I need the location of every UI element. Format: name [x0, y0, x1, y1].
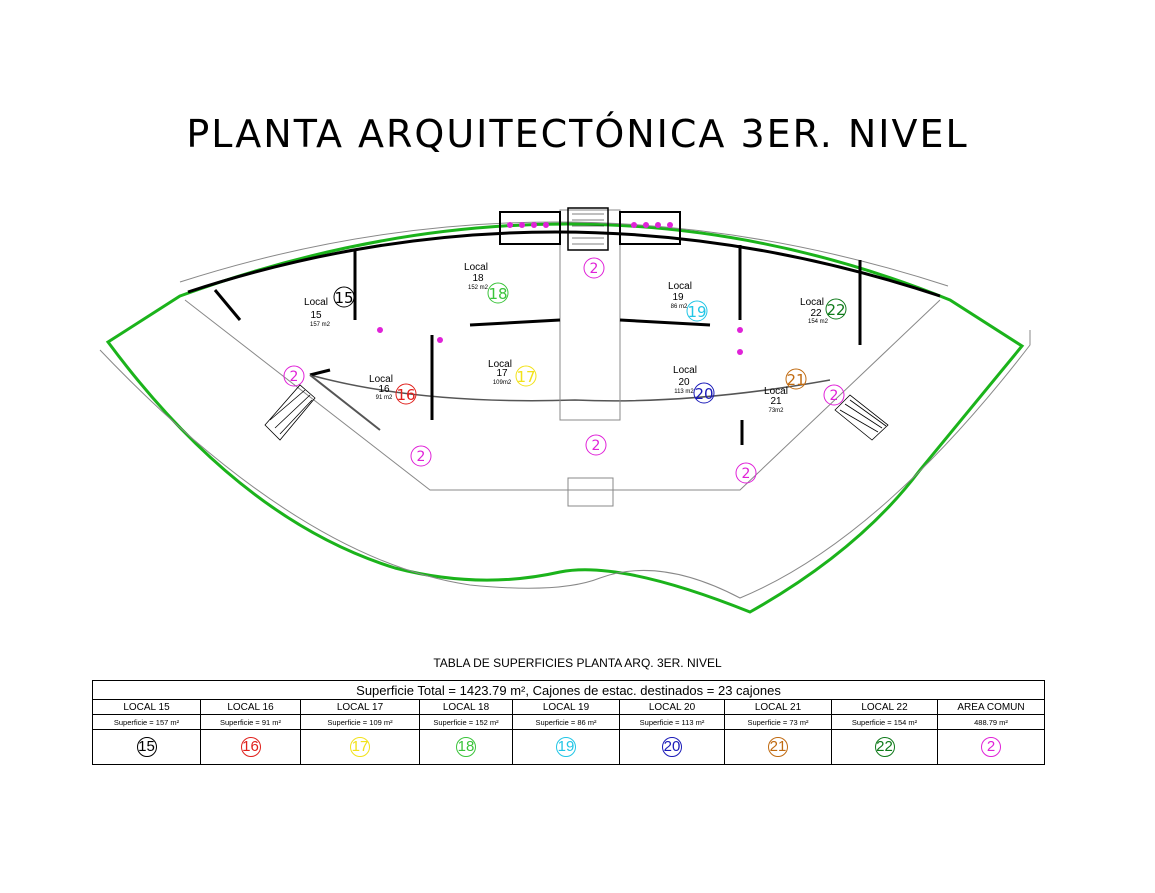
table-title: TABLA DE SUPERFICIES PLANTA ARQ. 3ER. NI…: [433, 656, 722, 670]
svg-text:Local: Local: [764, 386, 788, 397]
code-17: 17: [516, 368, 535, 386]
svg-text:18: 18: [472, 273, 484, 284]
stair-right: [834, 394, 889, 441]
col-name: LOCAL 15: [92, 699, 201, 715]
code-18: 18: [488, 285, 507, 303]
local-label-22: Local 22 154 m2 22: [800, 297, 847, 325]
local-label-15: Local 15 157 m2 15: [304, 286, 355, 328]
terrace-line: [99, 330, 1031, 599]
svg-text:Local: Local: [673, 365, 697, 376]
col-area: Superficie = 113 m²: [619, 714, 725, 730]
local-label-20: Local 20 113 m2 20: [673, 365, 715, 404]
local-label-18: Local 18 152 m2 18: [464, 262, 509, 304]
common-area-markers: [283, 257, 845, 484]
col-code: 21: [724, 729, 832, 765]
plot-boundary: [105, 222, 1025, 614]
col-name: LOCAL 22: [831, 699, 938, 715]
col-area: Superficie = 91 m²: [200, 714, 301, 730]
total-surface: Superficie Total = 1423.79 m², Cajones d…: [91, 680, 1046, 700]
svg-text:113 m2: 113 m2: [674, 389, 694, 395]
col-code: 22: [831, 729, 938, 765]
col-code: 19: [512, 729, 620, 765]
col-area: Superficie = 86 m²: [512, 714, 620, 730]
common-marker: 2: [830, 388, 839, 404]
col-area: Superficie = 154 m²: [831, 714, 938, 730]
code-21: 21: [786, 371, 805, 389]
col-area: Superficie = 109 m²: [300, 714, 420, 730]
svg-text:Local: Local: [464, 262, 488, 273]
drawing-title: PLANTA ARQUITECTÓNICA 3ER. NIVEL: [186, 112, 969, 156]
svg-text:73m2: 73m2: [768, 408, 784, 414]
diag-wall: [309, 374, 381, 431]
svg-text:Local: Local: [668, 281, 692, 292]
col-name: LOCAL 18: [419, 699, 513, 715]
col-name: LOCAL 21: [724, 699, 832, 715]
inner-shops-curve: [309, 374, 831, 402]
col-code: 18: [419, 729, 513, 765]
col-code: 16: [200, 729, 301, 765]
svg-text:15: 15: [310, 310, 322, 321]
svg-text:Local: Local: [304, 297, 328, 308]
svg-text:17: 17: [496, 368, 508, 379]
surface-table: Superficie Total = 1423.79 m², Cajones d…: [91, 680, 1046, 765]
col-name: LOCAL 20: [619, 699, 725, 715]
col-code: 17: [300, 729, 420, 765]
col-area: Superficie = 157 m²: [92, 714, 201, 730]
svg-text:21: 21: [770, 396, 782, 407]
local-label-19: Local 19 86 m2 19: [668, 281, 708, 322]
svg-text:Local: Local: [800, 297, 824, 308]
restroom-left: [499, 211, 561, 245]
col-area: Superficie = 73 m²: [724, 714, 832, 730]
code-22: 22: [826, 301, 845, 319]
svg-text:22: 22: [810, 308, 822, 319]
stair-left: [264, 384, 316, 441]
code-15: 15: [334, 289, 353, 307]
entrance: [567, 477, 614, 507]
col-code: 15: [92, 729, 201, 765]
col-name: LOCAL 16: [200, 699, 301, 715]
stair-core: [567, 207, 609, 251]
col-name: AREA COMUN: [936, 699, 1046, 715]
col-name: LOCAL 17: [300, 699, 420, 715]
common-marker: 2: [590, 261, 599, 277]
local-label-21: Local 21 73m2 21: [764, 368, 807, 414]
common-marker: 2: [592, 438, 601, 454]
outer-wall-thin: [179, 221, 949, 287]
svg-text:Local: Local: [488, 359, 512, 370]
code-19: 19: [687, 303, 706, 321]
svg-text:157 m2: 157 m2: [310, 322, 331, 328]
code-20: 20: [694, 385, 713, 403]
svg-text:Local: Local: [369, 374, 393, 385]
code-16: 16: [396, 386, 415, 404]
col-name: LOCAL 19: [512, 699, 620, 715]
floor-plan: Local 15 157 m2 15 Local 16 91 m2 16 Loc…: [99, 207, 1031, 614]
svg-text:109m2: 109m2: [493, 380, 512, 386]
svg-text:19: 19: [672, 292, 684, 303]
inner-walkway: [184, 299, 941, 491]
col-area: 488.79 m²: [936, 714, 1046, 730]
col-code: 20: [619, 729, 725, 765]
svg-text:16: 16: [378, 384, 390, 395]
common-marker: 2: [290, 369, 299, 385]
svg-text:20: 20: [678, 377, 690, 388]
svg-text:154 m2: 154 m2: [808, 319, 829, 325]
common-marker: 2: [742, 466, 751, 482]
restroom-right: [619, 211, 681, 245]
col-code: 2: [936, 729, 1046, 765]
svg-text:86 m2: 86 m2: [671, 304, 688, 310]
svg-text:152 m2: 152 m2: [468, 285, 489, 291]
svg-text:91 m2: 91 m2: [376, 395, 393, 401]
central-corridor: [559, 209, 621, 421]
local-label-16: Local 16 91 m2 16: [369, 374, 417, 405]
common-marker: 2: [417, 449, 426, 465]
outer-wall: [187, 230, 941, 298]
col-area: Superficie = 152 m²: [419, 714, 513, 730]
local-label-17: Local 17 109m2 17: [488, 359, 537, 387]
